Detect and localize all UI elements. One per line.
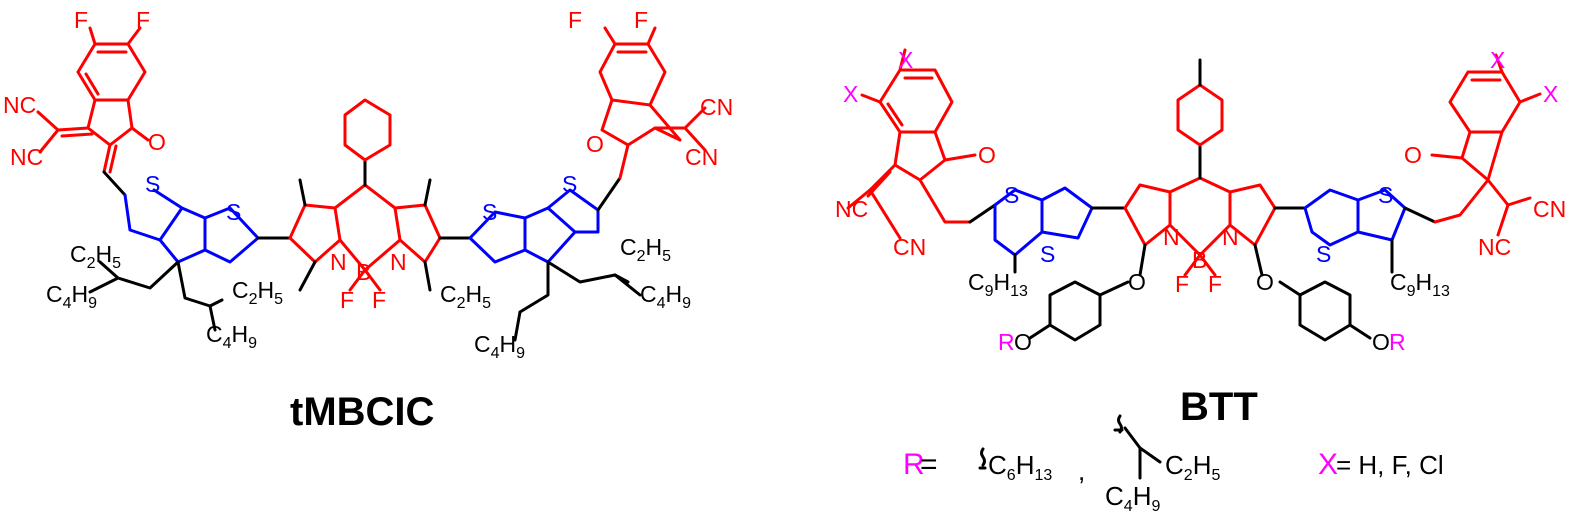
r-substituent-label: R — [998, 329, 1015, 355]
sulfur-atom-label: S — [1004, 182, 1019, 208]
nitrile-label: NC — [1478, 234, 1511, 260]
x-substituent-label: X — [898, 47, 913, 73]
x-substituent-label: X — [1543, 81, 1558, 107]
fluorine-atom-label: F — [136, 7, 150, 33]
hexyl-substituent-label: C6H13 — [988, 450, 1052, 484]
boron-atom-label: B — [1192, 247, 1207, 273]
x-substituent-label: X — [1490, 47, 1505, 73]
btt-left-donor-unit: S S C9H13 — [968, 182, 1094, 300]
nitrile-label: CN — [893, 234, 926, 260]
btt-name-label: BTT — [1180, 385, 1258, 429]
fluorine-atom-label: F — [568, 7, 582, 33]
tmbcic-left-donor-unit: S S C2H5 C4H9 C2H5 C4H9 — [46, 170, 283, 352]
tmbcic-molecule: F F NC NC O S S C2H5 C4H9 C2H5 C4H9 — [3, 7, 733, 434]
definition-comma: , — [1078, 456, 1085, 486]
tmbcic-name-label: tMBCIC — [290, 390, 434, 434]
tmbcic-right-end-group: F F O CN CN — [568, 7, 733, 212]
butyl-group-label: C4H9 — [640, 281, 691, 312]
nitrogen-atom-label: N — [1222, 224, 1239, 250]
nitrogen-atom-label: N — [330, 249, 347, 275]
sulfur-atom-label: S — [145, 171, 160, 197]
ethyl-branch-label: C2H5 — [1165, 450, 1220, 484]
nitrile-label: CN — [1533, 196, 1566, 222]
carbonyl-oxygen-label: O — [148, 129, 166, 155]
ether-oxygen-label: O — [1372, 329, 1390, 355]
butyl-branch-label: C4H9 — [1105, 481, 1160, 515]
fluorine-atom-label: F — [1175, 271, 1189, 297]
attachment-wavy-bond — [980, 447, 986, 467]
ether-oxygen-label: O — [1256, 269, 1274, 295]
btt-left-end-group: X X O NC CN — [835, 47, 996, 260]
btt-aryloxy-groups: R O O R — [998, 280, 1406, 355]
nitrile-label: NC — [10, 144, 43, 170]
sulfur-atom-label: S — [482, 199, 497, 225]
boron-atom-label: B — [356, 259, 371, 285]
sulfur-atom-label: S — [1040, 241, 1055, 267]
ethyl-group-label: C2H5 — [232, 277, 283, 308]
x-definition-values: = H, F, Cl — [1336, 450, 1444, 480]
nonyl-group-label: C9H13 — [968, 269, 1028, 300]
btt-bodipy-core: N B N F F O O — [1090, 58, 1307, 297]
carbonyl-oxygen-label: O — [586, 131, 604, 157]
r-definition-symbol: R — [903, 448, 925, 481]
nitrile-label: CN — [700, 94, 733, 120]
r-substituent-label: R — [1389, 329, 1406, 355]
ethyl-group-label: C2H5 — [440, 281, 491, 312]
tmbcic-right-donor-unit: S S C2H5 C4H9 C2H5 C4H9 — [440, 171, 691, 362]
substituent-definitions: R = C6H13 , C2H5 C4H9 X = H, F, Cl — [903, 414, 1444, 515]
nitrile-label: NC — [3, 92, 36, 118]
nitrile-label: CN — [685, 144, 718, 170]
butyl-group-label: C4H9 — [206, 321, 257, 352]
x-substituent-label: X — [843, 81, 858, 107]
butyl-group-label: C4H9 — [46, 281, 97, 312]
r-definition-equals: = — [920, 448, 938, 481]
tmbcic-left-end-group: F F NC NC O — [3, 7, 166, 174]
sulfur-atom-label: S — [1378, 182, 1393, 208]
ethyl-group-label: C2H5 — [70, 241, 121, 272]
sulfur-atom-label: S — [1316, 241, 1331, 267]
nonyl-group-label: C9H13 — [1390, 269, 1450, 300]
tmbcic-bodipy-core: N B N F F — [256, 98, 472, 313]
fluorine-atom-label: F — [372, 287, 386, 313]
fluorine-atom-label: F — [340, 287, 354, 313]
btt-right-donor-unit: S S C9H13 — [1303, 182, 1450, 300]
x-definition-symbol: X — [1318, 448, 1338, 481]
btt-molecule: X X O NC CN S S C9H13 — [835, 47, 1566, 429]
carbonyl-oxygen-label: O — [1404, 142, 1422, 168]
ether-oxygen-label: O — [1128, 269, 1146, 295]
fluorine-atom-label: F — [1208, 271, 1222, 297]
carbonyl-oxygen-label: O — [978, 142, 996, 168]
butyl-group-label: C4H9 — [474, 331, 525, 362]
nitrogen-atom-label: N — [1163, 224, 1180, 250]
sulfur-atom-label: S — [562, 171, 577, 197]
ethyl-group-label: C2H5 — [620, 234, 671, 265]
ether-oxygen-label: O — [1014, 329, 1032, 355]
sulfur-atom-label: S — [226, 199, 241, 225]
nitrogen-atom-label: N — [390, 249, 407, 275]
fluorine-atom-label: F — [634, 7, 648, 33]
nitrile-label: NC — [835, 196, 868, 222]
btt-right-end-group: X X O CN NC — [1403, 47, 1566, 260]
fluorine-atom-label: F — [74, 7, 88, 33]
